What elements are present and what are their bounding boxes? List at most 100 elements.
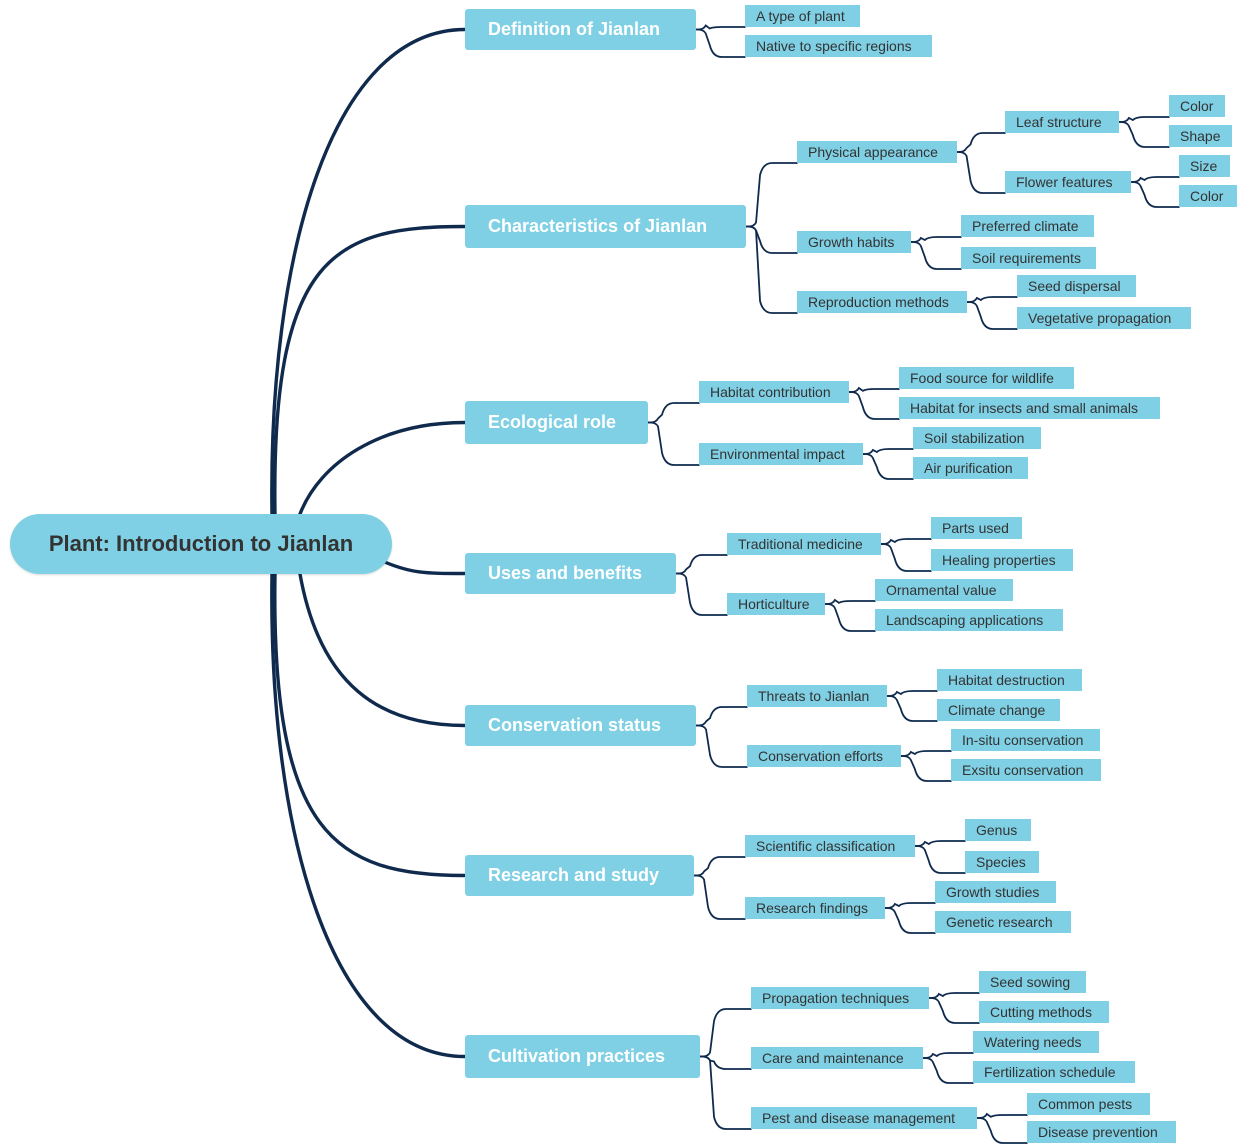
topic-growth-habits[interactable]: Growth habits: [797, 231, 911, 253]
topic-horticulture[interactable]: Horticulture: [727, 593, 825, 615]
topic-air-purification[interactable]: Air purification: [913, 457, 1028, 479]
branch-definition-of-jianlan-label: Definition of Jianlan: [488, 19, 661, 39]
topic-leaf-structure[interactable]: Leaf structure: [1005, 111, 1119, 133]
topic-soil-requirements[interactable]: Soil requirements: [961, 247, 1096, 269]
connector-root-to-conservation-status: [298, 572, 467, 728]
root-topic[interactable]: Plant: Introduction to Jianlan: [10, 514, 392, 574]
connector-soil-stabilization: [862, 448, 914, 455]
connector-food-source-for-wildlife: [848, 386, 900, 393]
branch-definition-of-jianlan[interactable]: Definition of Jianlan: [465, 9, 696, 50]
topic-color-label: Color: [1180, 98, 1214, 114]
topic-growth-studies[interactable]: Growth studies: [935, 881, 1056, 903]
connector-shape: [1118, 121, 1170, 148]
topic-watering-needs[interactable]: Watering needs: [973, 1031, 1099, 1053]
topic-growth-habits-label: Growth habits: [808, 234, 895, 250]
branch-ecological-role[interactable]: Ecological role: [465, 401, 648, 444]
topic-habitat-destruction[interactable]: Habitat destruction: [937, 669, 1082, 691]
topic-food-source-for-wildlife[interactable]: Food source for wildlife: [899, 367, 1074, 389]
topic-environmental-impact-label: Environmental impact: [710, 446, 845, 462]
topic-disease-prevention-label: Disease prevention: [1038, 1124, 1158, 1140]
branch-conservation-status[interactable]: Conservation status: [465, 705, 696, 746]
connector-vegetative-propagation: [966, 301, 1018, 330]
branch-uses-and-benefits-label: Uses and benefits: [488, 563, 643, 583]
topic-research-findings[interactable]: Research findings: [745, 897, 885, 919]
branch-cultivation-practices[interactable]: Cultivation practices: [465, 1035, 700, 1078]
topic-cutting-methods-label: Cutting methods: [990, 1004, 1092, 1020]
topic-propagation-techniques[interactable]: Propagation techniques: [751, 987, 929, 1009]
topic-disease-prevention[interactable]: Disease prevention: [1027, 1121, 1176, 1143]
connector-threats-to-jianlan: [695, 706, 748, 727]
topic-color[interactable]: Color: [1169, 95, 1225, 117]
topic-ornamental-value[interactable]: Ornamental value: [875, 579, 1013, 601]
topic-species[interactable]: Species: [965, 851, 1039, 873]
topic-habitat-destruction-label: Habitat destruction: [948, 672, 1065, 688]
topic-parts-used[interactable]: Parts used: [931, 517, 1022, 539]
connector-propagation-techniques: [699, 1008, 752, 1058]
branch-ecological-role-label: Ecological role: [488, 412, 617, 432]
topic-cutting-methods[interactable]: Cutting methods: [979, 1001, 1109, 1023]
topic-reproduction-methods-label: Reproduction methods: [808, 294, 949, 310]
topic-native-to-specific-regions[interactable]: Native to specific regions: [745, 35, 932, 57]
topic-preferred-climate[interactable]: Preferred climate: [961, 215, 1094, 237]
branch-characteristics-of-jianlan[interactable]: Characteristics of Jianlan: [465, 205, 746, 248]
topic-scientific-classification[interactable]: Scientific classification: [745, 835, 915, 857]
topic-threats-to-jianlan[interactable]: Threats to Jianlan: [747, 685, 887, 707]
topic-environmental-impact[interactable]: Environmental impact: [699, 443, 863, 465]
branch-research-and-study-label: Research and study: [488, 865, 660, 885]
connector-disease-prevention: [976, 1117, 1028, 1144]
connector-landscaping-applications: [824, 603, 876, 632]
topic-in-situ-conservation[interactable]: In-situ conservation: [951, 729, 1100, 751]
topic-seed-sowing[interactable]: Seed sowing: [979, 971, 1086, 993]
topic-shape[interactable]: Shape: [1169, 125, 1232, 147]
topic-size[interactable]: Size: [1179, 155, 1230, 177]
topic-climate-change[interactable]: Climate change: [937, 699, 1060, 721]
topic-parts-used-label: Parts used: [942, 520, 1009, 536]
topic-ornamental-value-label: Ornamental value: [886, 582, 997, 598]
connector-seed-sowing: [928, 992, 980, 999]
connector-seed-dispersal: [966, 296, 1018, 303]
topic-healing-properties[interactable]: Healing properties: [931, 549, 1073, 571]
topic-soil-stabilization[interactable]: Soil stabilization: [913, 427, 1041, 449]
topic-seed-sowing-label: Seed sowing: [990, 974, 1071, 990]
topic-a-type-of-plant-label: A type of plant: [756, 8, 845, 24]
topic-reproduction-methods[interactable]: Reproduction methods: [797, 291, 967, 313]
connector-leaf-structure: [956, 132, 1006, 153]
topic-habitat-for-insects-and-small-animals[interactable]: Habitat for insects and small animals: [899, 397, 1160, 419]
connector-exsitu-conservation: [900, 755, 952, 782]
connector-color: [1130, 181, 1180, 208]
topic-healing-properties-label: Healing properties: [942, 552, 1056, 568]
topic-genus-label: Genus: [976, 822, 1018, 838]
topic-traditional-medicine[interactable]: Traditional medicine: [727, 533, 881, 555]
topic-scientific-classification-label: Scientific classification: [756, 838, 896, 854]
connector-habitat-destruction: [886, 690, 938, 697]
topic-conservation-efforts[interactable]: Conservation efforts: [747, 745, 901, 767]
branch-uses-and-benefits[interactable]: Uses and benefits: [465, 553, 676, 594]
connector-research-findings: [693, 874, 746, 920]
topic-propagation-techniques-label: Propagation techniques: [762, 990, 910, 1006]
topic-pest-and-disease-management[interactable]: Pest and disease management: [751, 1107, 977, 1129]
connector-cutting-methods: [928, 997, 980, 1024]
connector-reproduction-methods: [745, 225, 798, 314]
topic-common-pests[interactable]: Common pests: [1027, 1093, 1150, 1115]
topic-a-type-of-plant[interactable]: A type of plant: [745, 5, 860, 27]
topic-genus[interactable]: Genus: [965, 819, 1031, 841]
topic-fertilization-schedule[interactable]: Fertilization schedule: [973, 1061, 1135, 1083]
topic-color[interactable]: Color: [1179, 185, 1237, 207]
branch-research-and-study[interactable]: Research and study: [465, 855, 694, 896]
topic-seed-dispersal[interactable]: Seed dispersal: [1017, 275, 1136, 297]
topic-physical-appearance[interactable]: Physical appearance: [797, 141, 957, 163]
topic-exsitu-conservation[interactable]: Exsitu conservation: [951, 759, 1101, 781]
topic-exsitu-conservation-label: Exsitu conservation: [962, 762, 1084, 778]
topic-air-purification-label: Air purification: [924, 460, 1013, 476]
topic-genetic-research[interactable]: Genetic research: [935, 911, 1071, 933]
topic-species-label: Species: [976, 854, 1026, 870]
topic-habitat-contribution[interactable]: Habitat contribution: [699, 381, 849, 403]
connector-physical-appearance: [745, 162, 798, 228]
connector-preferred-climate: [910, 236, 962, 243]
topic-care-and-maintenance[interactable]: Care and maintenance: [751, 1047, 923, 1069]
topic-flower-features[interactable]: Flower features: [1005, 171, 1131, 193]
topic-vegetative-propagation[interactable]: Vegetative propagation: [1017, 307, 1191, 329]
topic-research-findings-label: Research findings: [756, 900, 869, 916]
topic-landscaping-applications[interactable]: Landscaping applications: [875, 609, 1063, 631]
